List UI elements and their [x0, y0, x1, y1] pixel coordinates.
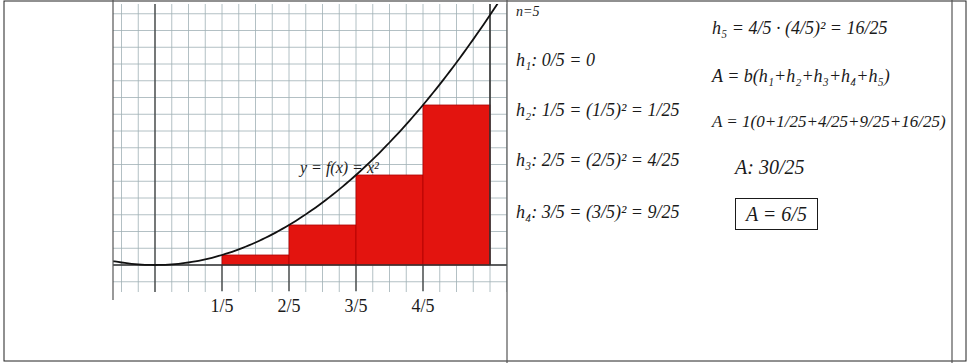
boxed-answer: A = 6/5	[735, 198, 818, 230]
math-note: n=5	[516, 4, 539, 21]
riemann-rectangle	[222, 255, 289, 265]
panel-edge	[951, 0, 952, 363]
grid-line	[113, 281, 507, 282]
math-note: A = 1(0+1/25+4/25+9/25+16/25)	[712, 112, 946, 132]
math-note: h₁: 0/5 = 0	[516, 50, 595, 72]
parabola-curve	[113, 4, 507, 265]
math-note: h₃: 2/5 = (2/5)² = 4/25	[516, 150, 679, 172]
y-axis	[154, 4, 155, 292]
tick-label: 1/5	[210, 296, 233, 318]
grid-line	[155, 4, 156, 292]
riemann-rectangle	[356, 175, 423, 265]
math-note: y = f(x) = x²	[300, 158, 379, 177]
math-note: h₂: 1/5 = (1/5)² = 1/25	[516, 100, 679, 122]
x-equals-one-line	[489, 4, 491, 265]
panel-edge	[506, 0, 507, 363]
grid-line	[113, 97, 507, 98]
math-note: A: 30/25	[735, 155, 804, 179]
grid-line	[113, 47, 507, 48]
math-note: A = b(h₁+h₂+h₃+h₄+h₅)	[712, 66, 890, 88]
graph-panel	[113, 4, 507, 292]
grid-line	[113, 13, 507, 14]
riemann-rectangle	[423, 105, 490, 265]
tick-mark	[288, 265, 289, 291]
grid-line	[490, 4, 491, 292]
tick-mark	[422, 265, 423, 291]
math-note: h₅ = 4/5 · (4/5)² = 16/25	[712, 18, 887, 40]
math-note: h₄: 3/5 = (3/5)² = 9/25	[516, 202, 679, 224]
tick-label: 4/5	[411, 296, 434, 318]
tick-mark	[221, 265, 222, 291]
outer-frame	[4, 1, 966, 361]
answer-text: A = 6/5	[746, 202, 807, 226]
tick-mark	[355, 265, 356, 291]
grid-line	[113, 30, 507, 31]
tick-label: 3/5	[344, 296, 367, 318]
tick-label: 2/5	[277, 296, 300, 318]
riemann-rectangle	[289, 225, 356, 265]
panel-edge	[112, 0, 113, 300]
grid-line	[113, 80, 507, 81]
grid-line	[113, 64, 507, 65]
